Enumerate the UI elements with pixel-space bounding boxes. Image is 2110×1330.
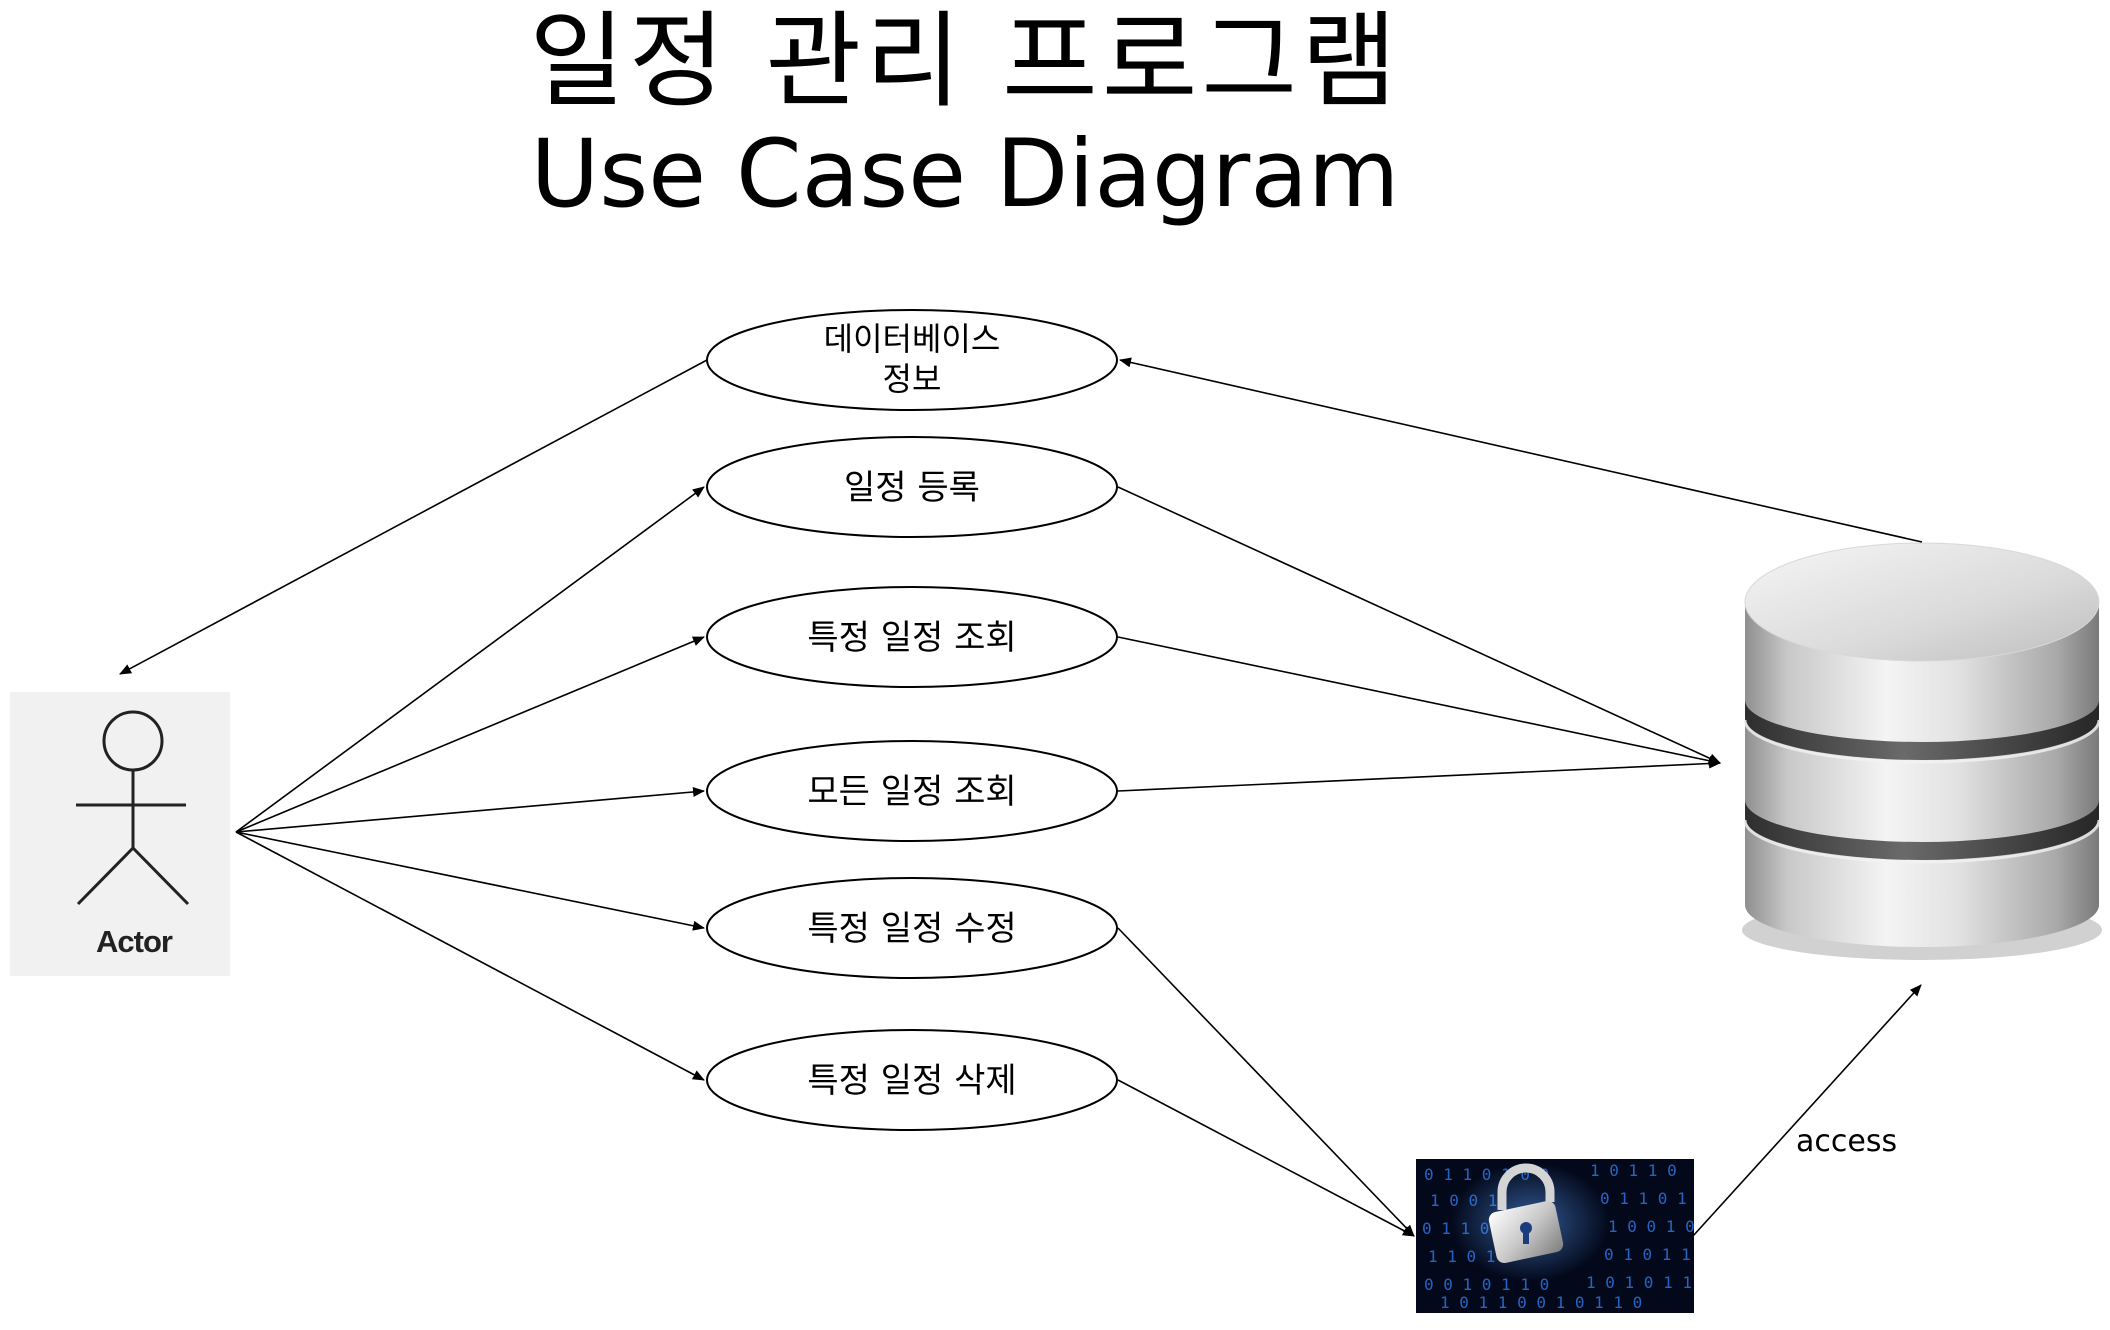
- svg-text:1 0 0 1 0: 1 0 0 1 0: [1608, 1217, 1695, 1236]
- access-label: access: [1796, 1124, 1897, 1159]
- use-case-register-label: 일정 등록: [844, 468, 980, 508]
- connectors: [119, 357, 1923, 1237]
- connector-security-to-database: [1692, 984, 1922, 1237]
- actor: Actor: [10, 692, 230, 976]
- connector-actor-to-view-one: [235, 636, 705, 833]
- use-case-view-one-label: 특정 일정 조회: [807, 618, 1016, 658]
- connector-register-to-database: [1117, 486, 1721, 764]
- connector-actor-to-view-all: [235, 786, 705, 833]
- use-case-view-all-label: 모든 일정 조회: [807, 772, 1016, 812]
- connector-dbinfo-to-actor: [119, 359, 708, 675]
- connector-view-one-to-database: [1117, 636, 1721, 766]
- actor-label: Actor: [96, 924, 173, 959]
- use-case-db-info[interactable]: 데이터베이스 정보: [706, 309, 1118, 411]
- connector-delete-to-security: [1117, 1079, 1415, 1237]
- use-case-view-one[interactable]: 특정 일정 조회: [706, 586, 1118, 688]
- use-case-view-all[interactable]: 모든 일정 조회: [706, 740, 1118, 842]
- connector-actor-to-delete: [235, 831, 705, 1081]
- connector-database-to-dbinfo: [1119, 357, 1923, 543]
- diagram-title-korean: 일정 관리 프로그램: [529, 0, 1401, 122]
- use-case-db-info-line1: 데이터베이스: [824, 320, 1001, 358]
- connector-actor-to-edit: [235, 831, 705, 931]
- svg-text:0 1 0 1 1: 0 1 0 1 1: [1604, 1245, 1691, 1264]
- stick-figure-icon: [76, 710, 190, 906]
- connector-actor-to-register: [235, 486, 705, 833]
- svg-text:1 0 1 1 0 0 1 0 1 1 0: 1 0 1 1 0 0 1 0 1 1 0: [1440, 1293, 1642, 1312]
- use-case-edit[interactable]: 특정 일정 수정: [706, 877, 1118, 979]
- database-cylinder-icon: [1742, 542, 2102, 960]
- use-case-register[interactable]: 일정 등록: [706, 436, 1118, 538]
- use-case-delete[interactable]: 특정 일정 삭제: [706, 1029, 1118, 1131]
- connector-edit-to-security: [1117, 927, 1415, 1237]
- svg-text:1 0 1 0 1 1: 1 0 1 0 1 1: [1586, 1273, 1692, 1292]
- padlock-binary-icon: 0 1 1 0 1 0 0 1 0 1 1 0 1 0 0 1 0 1 1 0 …: [1416, 1159, 1695, 1313]
- svg-text:0 1 1 0 1: 0 1 1 0 1: [1600, 1189, 1687, 1208]
- use-case-db-info-line2: 정보: [883, 360, 942, 398]
- use-case-delete-label: 특정 일정 삭제: [807, 1061, 1016, 1101]
- use-case-edit-label: 특정 일정 수정: [807, 909, 1016, 949]
- diagram-title-english: Use Case Diagram: [530, 120, 1400, 229]
- actor-background: [10, 692, 230, 976]
- svg-text:1 0 1 1 0: 1 0 1 1 0: [1590, 1161, 1677, 1180]
- connector-view-all-to-database: [1117, 758, 1721, 792]
